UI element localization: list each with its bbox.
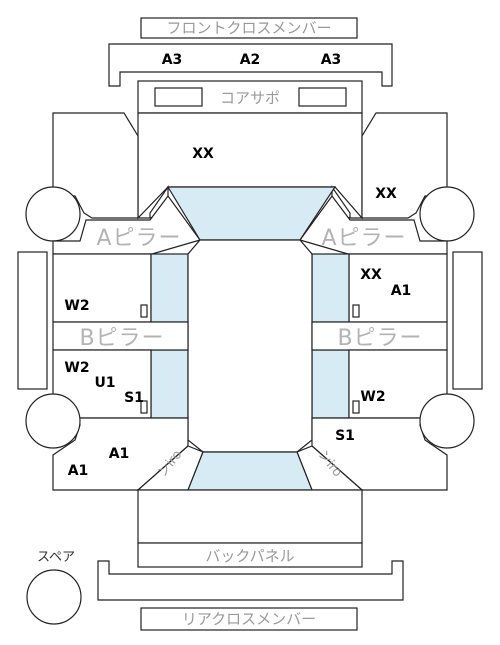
front-cross-member-panel[interactable]: [140, 17, 358, 39]
rear-right-quarter-code: S1: [335, 428, 355, 444]
rear-left-window[interactable]: [150, 349, 189, 419]
front-left-door-handle[interactable]: [140, 304, 148, 318]
front-bumper-code-center: A2: [240, 52, 261, 68]
front-right-door-code-a1: A1: [391, 283, 412, 299]
core-support-label: コアサポ: [220, 89, 280, 107]
rear-left-door-handle[interactable]: [140, 400, 148, 414]
a-pillar-right-label: Aピラー: [321, 226, 406, 251]
back-panel[interactable]: [137, 542, 363, 568]
a-pillar-left-label: Aピラー: [96, 226, 181, 251]
rear-cross-member-label: リアクロスメンバー: [182, 610, 316, 628]
hood-code: XX: [192, 146, 214, 162]
b-pillar-left-panel[interactable]: [52, 321, 189, 351]
spare-tire[interactable]: [26, 569, 82, 625]
back-panel-label: バックパネル: [205, 547, 294, 565]
rear-right-door-code-w2: W2: [360, 389, 385, 405]
rear-window[interactable]: [187, 451, 313, 491]
front-left-door-panel[interactable]: [52, 253, 152, 323]
front-left-wheel[interactable]: [25, 186, 81, 242]
rear-left-door-code-w2: W2: [64, 360, 89, 376]
spare-tire-label: スペア: [37, 550, 75, 565]
rear-left-wheel[interactable]: [25, 393, 81, 449]
front-right-wheel[interactable]: [419, 186, 475, 242]
trunk-lid-panel[interactable]: [137, 489, 363, 544]
rear-right-window[interactable]: [311, 349, 350, 419]
rear-bumper-panel[interactable]: [97, 560, 404, 601]
headlight-right[interactable]: [298, 87, 347, 107]
left-rocker-panel[interactable]: [17, 251, 48, 390]
rear-left-quarter-code-lower: A1: [68, 463, 89, 479]
front-right-window[interactable]: [311, 253, 350, 323]
rear-right-door-handle[interactable]: [352, 400, 360, 414]
rear-left-door-code-u1: U1: [94, 375, 115, 391]
rear-right-wheel[interactable]: [419, 393, 475, 449]
roof-panel[interactable]: [187, 239, 313, 453]
front-cross-member-label: フロントクロスメンバー: [166, 19, 331, 37]
b-pillar-left-label: Bピラー: [79, 326, 164, 351]
right-rocker-panel[interactable]: [452, 251, 483, 390]
rear-left-quarter-code-upper: A1: [109, 446, 130, 462]
rear-cross-member-panel[interactable]: [140, 607, 358, 631]
front-right-door-code-top: XX: [360, 267, 382, 283]
front-left-door-code: W2: [64, 298, 89, 314]
front-right-fender-code: XX: [375, 186, 397, 202]
front-left-window[interactable]: [150, 253, 189, 323]
front-bumper-code-right: A3: [321, 52, 342, 68]
headlight-left[interactable]: [154, 87, 203, 107]
front-right-door-handle[interactable]: [352, 304, 360, 318]
front-bumper-panel[interactable]: [108, 43, 393, 87]
front-bumper-code-left: A3: [162, 52, 183, 68]
b-pillar-right-label: Bピラー: [337, 326, 422, 351]
rear-left-door-code-s1: S1: [124, 390, 144, 406]
